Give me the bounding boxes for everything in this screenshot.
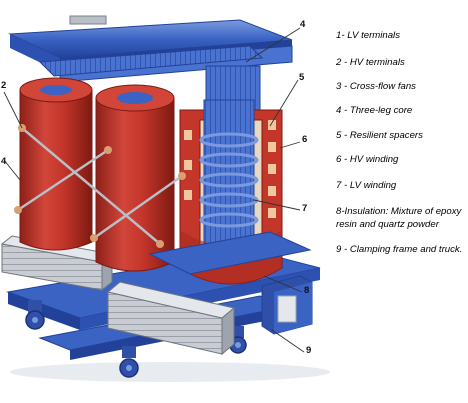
hv-terminal bbox=[104, 146, 112, 154]
callout-5: 5 bbox=[299, 72, 305, 83]
callout-7: 7 bbox=[302, 203, 308, 214]
legend-item-insulation: 8-Insulation: Mixture of epoxy resin and… bbox=[336, 206, 462, 230]
truck-wheels bbox=[25, 300, 247, 378]
leader-8 bbox=[263, 275, 303, 293]
leader-6 bbox=[279, 141, 301, 149]
leader-4 bbox=[245, 27, 301, 63]
hv-connection-rods bbox=[14, 124, 186, 248]
frame-end-plate bbox=[277, 295, 297, 323]
legend-item-lv-terminals: 1- LV terminals bbox=[336, 30, 400, 41]
legend-item-three-leg-core: 4 - Three-leg core bbox=[336, 105, 413, 116]
winding-leg-1 bbox=[19, 77, 93, 251]
ground-shadow bbox=[10, 362, 330, 382]
callout-2: 2 bbox=[1, 80, 7, 91]
legend-item-clamping-frame: 9 - Clamping frame and truck. bbox=[336, 244, 463, 255]
callout-8: 8 bbox=[304, 285, 310, 296]
hv-terminal bbox=[14, 206, 22, 214]
lv-terminal-bar bbox=[69, 15, 107, 25]
hv-terminal bbox=[90, 234, 98, 242]
callout-leaders bbox=[3, 27, 305, 353]
wheel bbox=[25, 300, 45, 330]
leader-9 bbox=[271, 329, 305, 353]
callout-9: 9 bbox=[306, 345, 312, 356]
legend-item-hv-winding: 6 - HV winding bbox=[336, 154, 399, 165]
callout-4: 4 bbox=[300, 19, 306, 30]
callout-4-left: 4 bbox=[1, 156, 7, 167]
legend-item-lv-winding: 7 - LV winding bbox=[336, 180, 397, 191]
hv-terminal bbox=[156, 240, 164, 248]
leader-5 bbox=[269, 79, 299, 127]
winding-leg-2 bbox=[95, 84, 175, 272]
hv-terminal bbox=[178, 172, 186, 180]
resilient-spacers bbox=[184, 120, 276, 218]
leader-2 bbox=[3, 91, 23, 129]
cross-flow-fan-right bbox=[106, 281, 236, 356]
lv-winding-coils bbox=[199, 132, 259, 228]
leader-7 bbox=[253, 199, 301, 211]
legend-item-cross-flow-fans: 3 - Cross-flow fans bbox=[336, 81, 416, 92]
callout-6: 6 bbox=[302, 134, 308, 145]
legend-item-resilient-spacers: 5 - Resilient spacers bbox=[336, 130, 423, 141]
legend-item-hv-terminals: 2 - HV terminals bbox=[336, 57, 405, 68]
wheel bbox=[119, 346, 139, 378]
leader-4-left bbox=[3, 159, 21, 181]
lower-clamping-frame bbox=[148, 231, 313, 335]
